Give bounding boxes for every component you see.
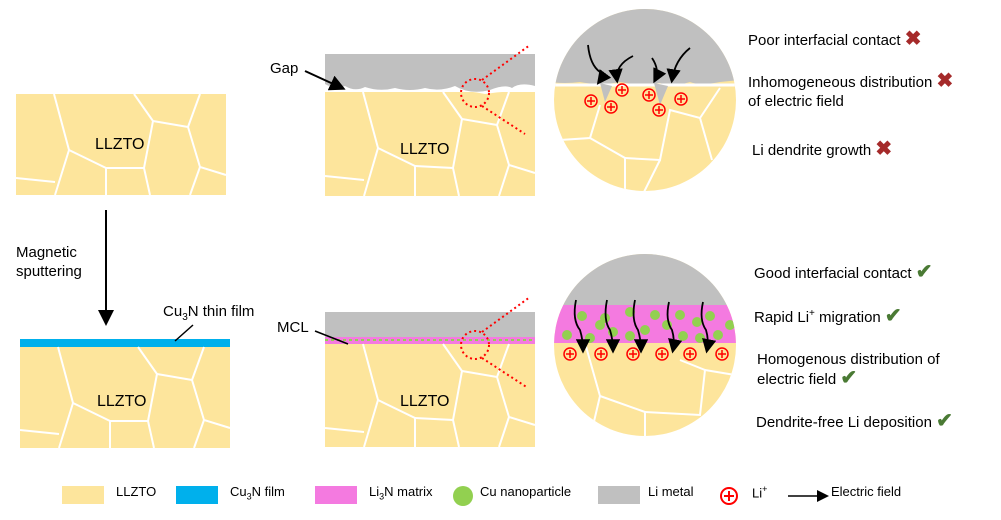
good-outcome-4: Dendrite-free Li deposition ✔ xyxy=(756,410,953,432)
legend-li-metal: Li metal xyxy=(648,484,694,499)
legend-li-ion-swatch xyxy=(720,487,738,505)
legend-li-ion: Li+ xyxy=(752,484,768,501)
pristine-llzto-block xyxy=(15,93,227,196)
legend-cu3n-swatch xyxy=(176,486,218,504)
coated-label: LLZTO xyxy=(97,393,147,410)
process-label-2: sputtering xyxy=(16,263,82,280)
gap-cell-block xyxy=(304,44,536,197)
legend-li-metal-swatch xyxy=(598,486,640,504)
legend-llzto: LLZTO xyxy=(116,484,157,499)
legend-li3n-swatch xyxy=(315,486,357,504)
check-icon: ✔ xyxy=(936,410,953,432)
coated-llzto-block xyxy=(19,324,231,449)
mcl-cell-label: LLZTO xyxy=(400,393,450,410)
bad-outcome-3: Li dendrite growth ✖ xyxy=(752,138,893,160)
good-outcome-2: Rapid Li+ migration ✔ xyxy=(754,305,902,327)
li-ions-mcl xyxy=(563,347,729,361)
good-outcome-1: Good interfacial contact ✔ xyxy=(754,261,933,283)
legend-cu-np: Cu nanoparticle xyxy=(480,484,572,499)
zoom-circle-mcl xyxy=(554,254,736,436)
legend-llzto-swatch xyxy=(62,486,104,504)
gap-cell-label: LLZTO xyxy=(400,141,450,158)
zoom-circle-gap xyxy=(554,9,736,191)
cross-icon: ✖ xyxy=(904,28,922,50)
legend-electric-field: Electric field xyxy=(831,484,902,499)
legend-li3n: Li3N matrix xyxy=(369,484,433,502)
mcl-cell-block xyxy=(314,296,536,448)
li-ions-gap xyxy=(584,83,688,117)
process-label-1: Magnetic xyxy=(16,244,77,261)
check-icon: ✔ xyxy=(915,261,933,283)
cross-icon: ✖ xyxy=(936,70,954,92)
legend-cu-np-swatch xyxy=(453,486,473,506)
gap-callout: Gap xyxy=(270,60,299,77)
cu3n-film-label: Cu3N thin film xyxy=(163,303,255,323)
bad-outcome-1: Poor interfacial contact ✖ xyxy=(748,28,922,50)
check-icon: ✔ xyxy=(840,367,858,389)
cross-icon: ✖ xyxy=(875,138,893,160)
mcl-callout: MCL xyxy=(277,319,309,336)
legend-graphics xyxy=(453,486,829,506)
check-icon: ✔ xyxy=(884,305,902,327)
bad-outcome-2: Inhomogeneous distribution ✖of electric … xyxy=(748,70,954,110)
legend-cu3n: Cu3N film xyxy=(230,484,285,502)
cu3n-film xyxy=(20,339,230,347)
pristine-label: LLZTO xyxy=(95,136,145,153)
